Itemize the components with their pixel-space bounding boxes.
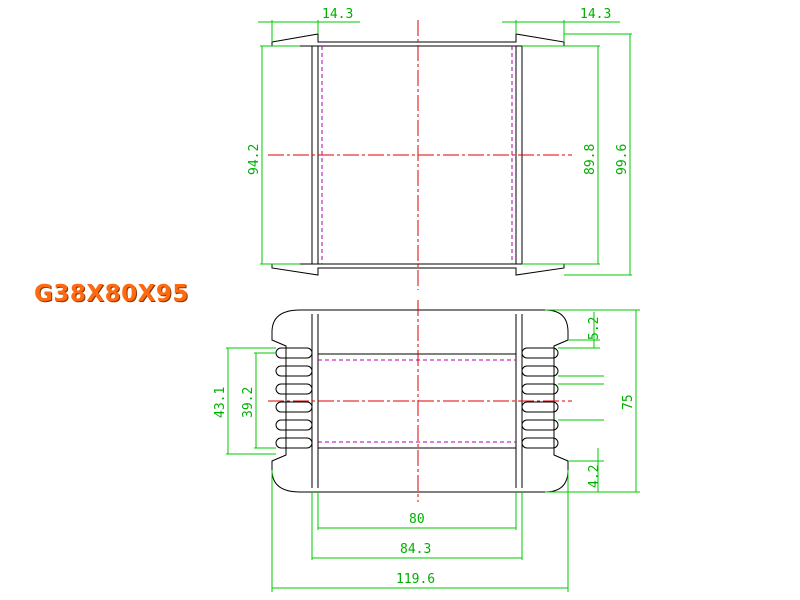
dim-core-width: 80 xyxy=(409,512,425,527)
pin xyxy=(521,347,559,359)
bottom-view: 43.1 39.2 5.2 75 4.2 80 84.3 xyxy=(213,300,640,592)
top-view: 14.3 14.3 94.2 89.8 99.6 xyxy=(247,7,632,290)
pin xyxy=(521,419,559,431)
dim-overall-height: 99.6 xyxy=(615,144,630,175)
pin xyxy=(275,401,313,413)
dim-total-depth: 75 xyxy=(621,394,636,410)
right-pin-row xyxy=(521,347,559,449)
pin xyxy=(275,437,313,449)
pin xyxy=(521,401,559,413)
pin xyxy=(521,365,559,377)
dim-tab-bottom: 4.2 xyxy=(587,465,602,488)
dim-flange-width: 84.3 xyxy=(400,542,431,557)
dim-top-left-flange: 14.3 xyxy=(322,7,353,22)
pin xyxy=(275,419,313,431)
bottom-flange xyxy=(271,263,565,276)
dim-inner-pin-span: 39.2 xyxy=(241,387,256,418)
dim-outer-pin-span: 43.1 xyxy=(213,387,228,418)
dim-inner-height: 94.2 xyxy=(247,144,262,175)
pin xyxy=(521,383,559,395)
pin xyxy=(521,437,559,449)
dim-overall-width: 119.6 xyxy=(396,572,435,587)
pin xyxy=(275,347,313,359)
left-pin-row xyxy=(275,347,313,449)
dim-top-right-flange: 14.3 xyxy=(580,7,611,22)
pin xyxy=(275,383,313,395)
pin xyxy=(275,365,313,377)
dim-window-height: 89.8 xyxy=(583,144,598,175)
part-number-label: G38X80X95 xyxy=(34,281,189,307)
dim-tab-top: 5.2 xyxy=(587,317,602,340)
